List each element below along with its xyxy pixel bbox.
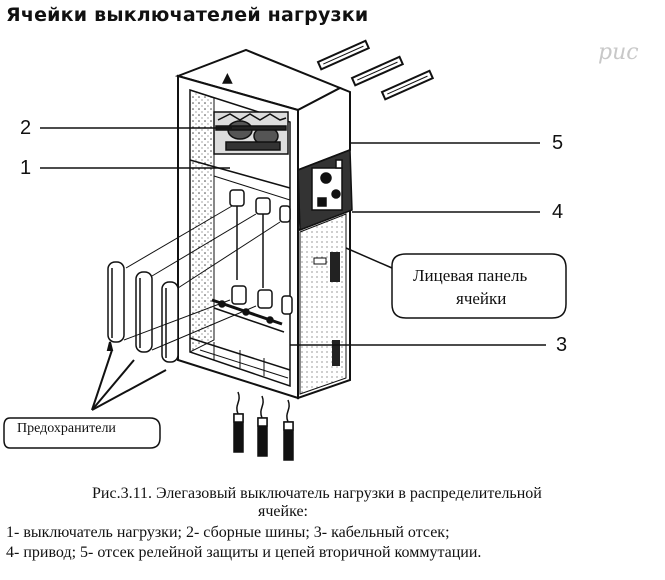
callout-3: 3 xyxy=(556,334,568,356)
cabinet: ▲ xyxy=(174,48,351,400)
callout-2: 2 xyxy=(20,117,32,139)
diagram-title: Ячейки выключателей нагрузки xyxy=(6,4,369,26)
drive-box xyxy=(297,148,353,232)
switchgear-cell-drawing: ▲ xyxy=(3,39,567,461)
fuses-label: Предохранители xyxy=(17,421,116,436)
fuse-cartridges xyxy=(107,205,281,363)
callout-1: 1 xyxy=(20,157,32,179)
fuses-callout-bubble xyxy=(3,417,161,449)
callout-4: 4 xyxy=(552,201,564,223)
caption-line-2: ячейке: xyxy=(258,503,308,520)
faded-corner-note: рис xyxy=(598,40,639,65)
front-panel-label-line2: ячейки xyxy=(456,289,507,308)
svg-text:▲: ▲ xyxy=(222,70,233,86)
caption-line-4: 4- привод; 5- отсек релейной защиты и це… xyxy=(6,544,482,561)
front-panel-callout-bubble xyxy=(391,253,567,319)
caption-line-1: Рис.3.11. Элегазовый выключатель нагрузк… xyxy=(92,485,542,502)
busbar-compartment xyxy=(213,111,289,155)
front-panel-label-line1: Лицевая панель xyxy=(413,266,528,285)
lower-insulators xyxy=(211,285,293,333)
caption-line-3: 1- выключатель нагрузки; 2- сборные шины… xyxy=(6,524,450,541)
cable-terminations xyxy=(233,391,294,461)
fuse-arrows xyxy=(91,341,167,411)
upper-insulators xyxy=(229,189,291,288)
callout-leaders xyxy=(40,127,546,346)
busbar-stubs xyxy=(316,39,435,101)
callout-5: 5 xyxy=(552,132,564,154)
